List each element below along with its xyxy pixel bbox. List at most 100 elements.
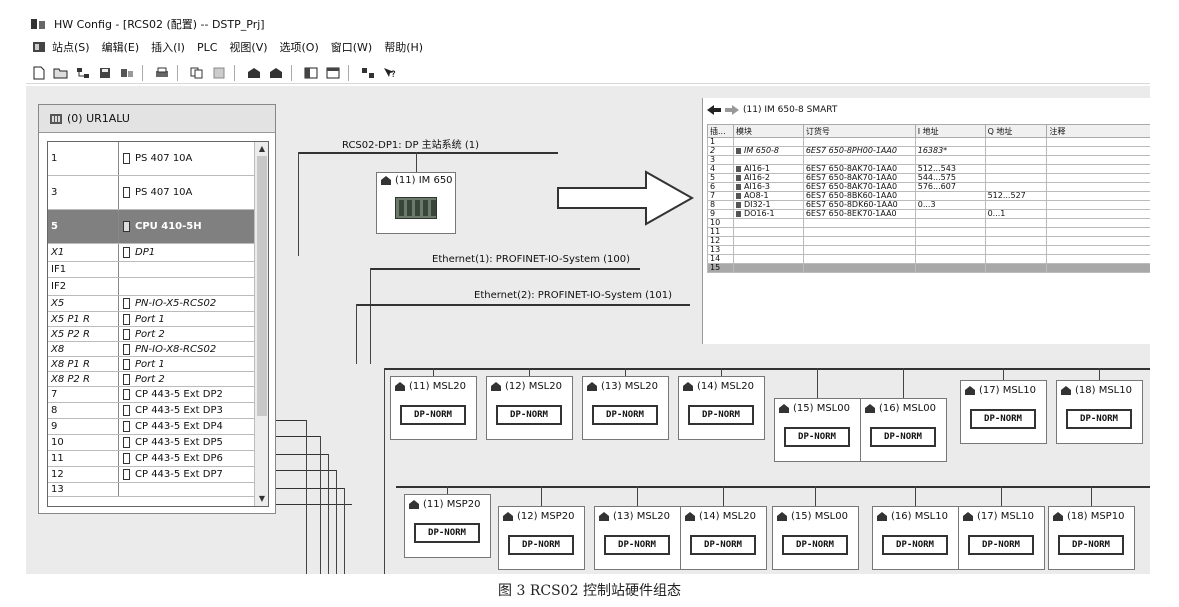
netpro-icon[interactable] [359, 65, 377, 81]
cell-module: AI16-3 [732, 182, 804, 192]
new-icon[interactable] [30, 65, 48, 81]
network-icon[interactable] [74, 65, 92, 81]
menu-edit[interactable]: 编辑(E) [101, 41, 140, 54]
dp2-bus-line[interactable] [384, 368, 1150, 370]
scroll-thumb[interactable] [257, 156, 267, 416]
catalog-icon[interactable] [302, 65, 320, 81]
dp-norm-badge: DP-NORM [400, 405, 466, 425]
ethernet1-line[interactable] [370, 268, 640, 270]
table-row[interactable]: 15 [707, 263, 1150, 273]
menu-plc[interactable]: PLC [196, 40, 218, 54]
scroll-down-icon[interactable]: ▼ [258, 494, 266, 503]
compile-icon[interactable] [118, 65, 136, 81]
save-icon[interactable] [96, 65, 114, 81]
upload-icon[interactable] [267, 65, 285, 81]
column-header[interactable]: 模块 [732, 124, 804, 138]
rack-slot-row[interactable]: 13 [48, 483, 256, 497]
menu-options[interactable]: 选项(O) [279, 41, 319, 54]
help-icon[interactable]: ? [381, 65, 399, 81]
menu-window[interactable]: 窗口(W) [330, 41, 373, 54]
table-row[interactable]: 14 [707, 254, 1150, 264]
table-row[interactable]: 10 [707, 218, 1150, 228]
column-header[interactable]: Q 地址 [984, 124, 1048, 138]
table-row[interactable]: 13 [707, 245, 1150, 255]
column-header[interactable]: 注释 [1046, 124, 1150, 138]
table-row[interactable]: 11 [707, 227, 1150, 237]
window-icon[interactable] [324, 65, 342, 81]
menu-insert[interactable]: 插入(I) [151, 41, 185, 54]
table-row[interactable]: 3 [707, 155, 1150, 165]
download-icon[interactable] [245, 65, 263, 81]
menu-view[interactable]: 视图(V) [229, 41, 268, 54]
table-row[interactable]: 12 [707, 236, 1150, 246]
station-label: (14) MSL20 [699, 511, 756, 522]
column-header[interactable]: I 地址 [914, 124, 986, 138]
open-icon[interactable] [52, 65, 70, 81]
column-header[interactable]: 插... [707, 124, 734, 138]
dp-norm-badge: DP-NORM [688, 405, 754, 425]
paste-icon[interactable] [210, 65, 228, 81]
menu-station[interactable]: 站点(S) [52, 41, 90, 54]
print-icon[interactable] [153, 65, 171, 81]
menu-help[interactable]: 帮助(H) [384, 41, 424, 54]
im650-station[interactable]: (11) IM 650 [376, 172, 456, 234]
dp-bus-line[interactable] [298, 152, 558, 154]
column-header[interactable]: 订货号 [802, 124, 916, 138]
rack-dp-link [276, 488, 344, 489]
scroll-up-icon[interactable]: ▲ [258, 144, 266, 153]
table-row[interactable]: 1 [707, 137, 1150, 147]
back-arrow-icon[interactable] [707, 105, 721, 115]
rack-slot-row[interactable]: IF1 [48, 262, 256, 278]
ethernet2-line[interactable] [356, 304, 690, 306]
slot-module-cell: Port 1 [118, 357, 256, 371]
rack-scrollbar[interactable]: ▲ ▼ [254, 142, 268, 506]
station-label: (14) MSL20 [697, 381, 754, 392]
rack-slot-row[interactable]: IF2 [48, 278, 256, 296]
forward-arrow-icon[interactable] [725, 105, 739, 115]
slot-module-cell: CP 443-5 Ext DP5 [118, 435, 256, 450]
dp3-bus-line[interactable] [396, 486, 1150, 488]
copy-icon[interactable] [188, 65, 206, 81]
